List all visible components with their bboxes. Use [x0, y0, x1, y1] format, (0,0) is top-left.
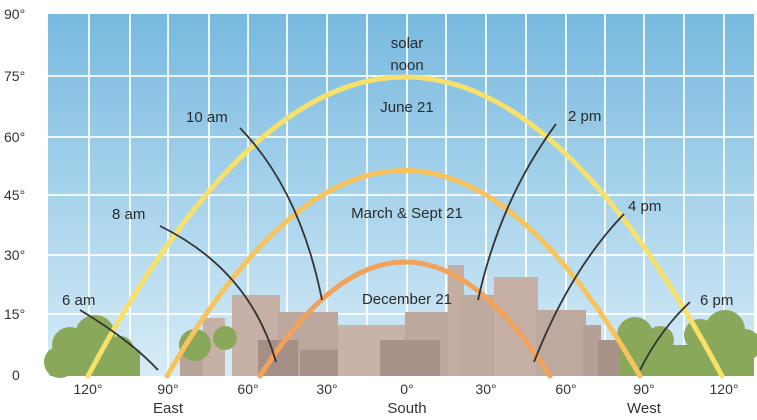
time-6am-label: 6 am	[62, 292, 95, 309]
trees	[44, 310, 757, 378]
x-tick-label: 120°	[74, 381, 103, 397]
direction-south: South	[387, 400, 426, 417]
x-axis: 120° 90° 60° 30° 0° 30° 60° 90° 120° Eas…	[74, 381, 739, 417]
annotations: solar noon June 21 March & Sept 21 Decem…	[62, 35, 733, 309]
x-tick-label: 30°	[316, 381, 337, 397]
solar-noon-label: solar	[391, 35, 424, 52]
time-leaders	[79, 123, 691, 371]
direction-west: West	[627, 400, 662, 417]
y-tick-label: 75°	[4, 68, 25, 84]
y-tick-label: 90°	[4, 6, 25, 22]
equinox-label: March & Sept 21	[351, 205, 463, 222]
december-label: December 21	[362, 291, 452, 308]
x-tick-label: 90°	[157, 381, 178, 397]
time-6pm-label: 6 pm	[700, 292, 733, 309]
y-tick-label: 30°	[4, 247, 25, 263]
time-10am-label: 10 am	[186, 109, 228, 126]
y-tick-label: 45°	[4, 187, 25, 203]
june-label: June 21	[380, 99, 433, 116]
time-2pm-label: 2 pm	[568, 108, 601, 125]
y-tick-label: 0	[12, 367, 20, 383]
x-tick-label: 30°	[475, 381, 496, 397]
x-tick-label: 60°	[555, 381, 576, 397]
december-path	[257, 259, 553, 379]
solar-noon-label: noon	[390, 57, 423, 74]
x-tick-label: 120°	[710, 381, 739, 397]
x-tick-label: 90°	[633, 381, 654, 397]
x-tick-label: 60°	[237, 381, 258, 397]
y-tick-label: 15°	[4, 306, 25, 322]
buildings	[180, 265, 640, 376]
x-tick-label: 0°	[400, 381, 413, 397]
june-path	[85, 74, 725, 379]
time-4pm-label: 4 pm	[628, 198, 661, 215]
direction-east: East	[153, 400, 184, 417]
equinox-path	[164, 168, 643, 379]
y-axis: 90° 75° 60° 45° 30° 15° 0	[4, 6, 25, 383]
time-8am-label: 8 am	[112, 206, 145, 223]
y-tick-label: 60°	[4, 129, 25, 145]
